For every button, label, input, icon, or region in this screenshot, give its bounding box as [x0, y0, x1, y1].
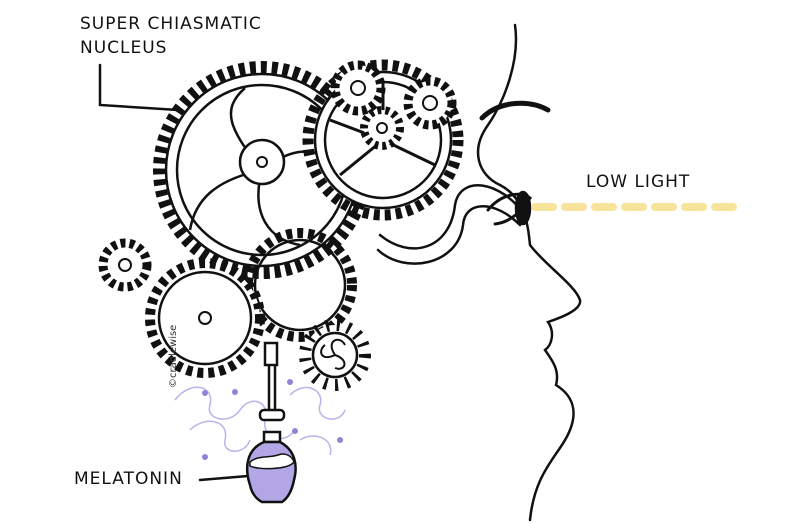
gear-small-top	[330, 60, 386, 116]
melatonin-bottle	[245, 341, 297, 504]
gears	[98, 59, 464, 391]
gear-small-right	[403, 76, 457, 130]
eyebrow	[479, 100, 551, 121]
gear-spiky	[299, 319, 371, 391]
scn-label-line2: NUCLEUS	[80, 38, 168, 58]
melatonin-label: MELATONIN	[74, 469, 183, 489]
gear-left-small	[98, 238, 152, 292]
pupil	[514, 190, 532, 226]
face-profile	[476, 23, 582, 522]
eye	[486, 192, 533, 226]
melatonin-swirls	[174, 386, 346, 456]
watermark: ©cradlewise	[168, 324, 179, 388]
low-light-label: LOW LIGHT	[586, 172, 691, 192]
gear-small-center	[360, 106, 404, 150]
scn-label-line1: SUPER CHIASMATIC	[80, 14, 262, 34]
gear-bottom-left	[145, 258, 265, 378]
optic-nerve	[376, 184, 527, 265]
